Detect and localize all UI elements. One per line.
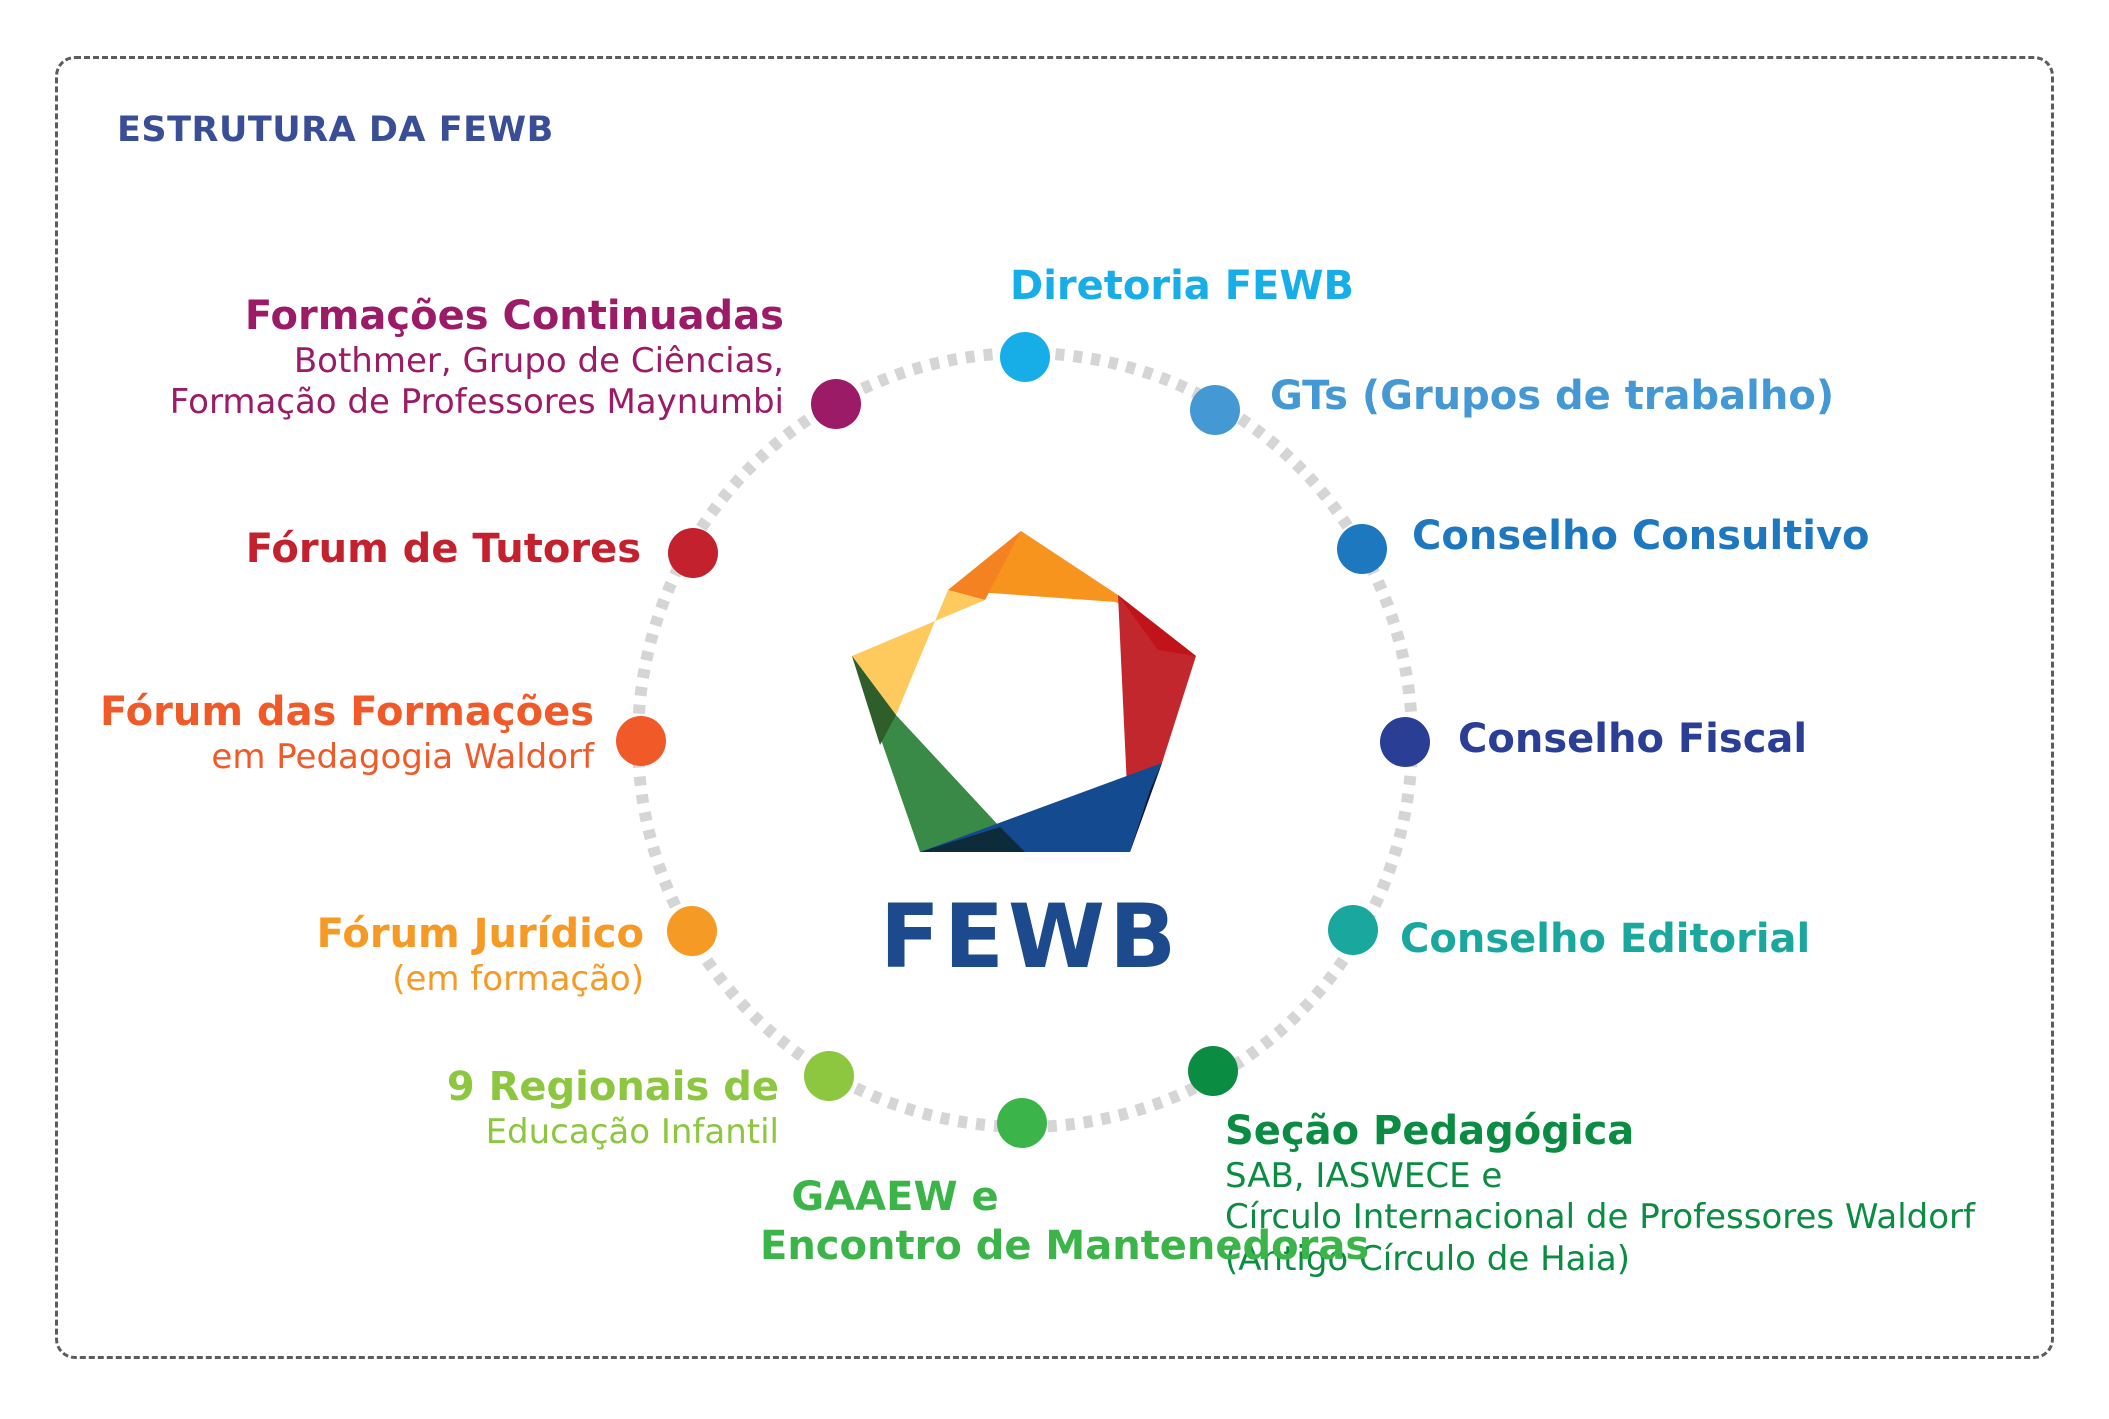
node-subtitle-regionais: Educação Infantil <box>485 1111 779 1152</box>
node-dot-gts <box>1190 385 1240 435</box>
node-dot-editorial <box>1328 905 1378 955</box>
node-dot-pedagogica <box>1188 1046 1238 1096</box>
node-subtitle-pedagogica: SAB, IASWECE e <box>1225 1155 1503 1196</box>
node-dot-consultivo <box>1337 524 1387 574</box>
node-subtitle-continuadas: Bothmer, Grupo de Ciências, <box>293 340 784 381</box>
node-title-pedagogica: Seção Pedagógica <box>1225 1108 1635 1154</box>
node-title-gaaew: GAAEW e <box>791 1174 999 1220</box>
node-dot-diretoria <box>1000 332 1050 382</box>
node-title-gts: GTs (Grupos de trabalho) <box>1270 373 1835 419</box>
node-label-fiscal: Conselho Fiscal <box>1458 715 1807 764</box>
node-subtitle-continuadas: Formação de Professores Maynumbi <box>169 382 784 423</box>
node-label-editorial: Conselho Editorial <box>1400 915 1810 964</box>
node-title-tutores: Fórum de Tutores <box>245 526 641 572</box>
node-label-tutores: Fórum de Tutores <box>246 525 641 574</box>
node-title-fiscal: Conselho Fiscal <box>1458 716 1808 762</box>
node-title-diretoria: Diretoria FEWB <box>1010 263 1354 309</box>
node-title-consultivo: Conselho Consultivo <box>1412 513 1870 559</box>
node-dot-regionais <box>804 1051 854 1101</box>
node-title-regionais: 9 Regionais de <box>446 1064 779 1110</box>
node-dot-tutores <box>668 528 718 578</box>
dashed-frame <box>55 56 2054 1359</box>
node-subtitle-pedagogica: Círculo Internacional de Professores Wal… <box>1225 1197 1975 1238</box>
node-dot-fiscal <box>1380 717 1430 767</box>
node-title-editorial: Conselho Editorial <box>1400 916 1811 962</box>
node-label-diretoria: Diretoria FEWB <box>1010 262 1354 311</box>
node-title-continuadas: Formações Continuadas <box>244 293 784 339</box>
node-label-gts: GTs (Grupos de trabalho) <box>1270 372 1834 421</box>
node-dot-juridico <box>667 906 717 956</box>
node-label-consultivo: Conselho Consultivo <box>1412 512 1870 561</box>
node-title-juridico: Fórum Jurídico <box>316 911 644 957</box>
node-dot-formacoes-forum <box>616 716 666 766</box>
node-subtitle-formacoes-forum: em Pedagogia Waldorf <box>211 736 594 777</box>
node-dot-continuadas <box>811 379 861 429</box>
logo-text: FEWB <box>879 885 1181 988</box>
node-subtitle-pedagogica: (Antigo Círculo de Haia) <box>1225 1238 1631 1279</box>
node-label-juridico: Fórum Jurídico(em formação) <box>317 910 644 1000</box>
node-subtitle-juridico: (em formação) <box>392 958 644 999</box>
pentagon-logo-icon <box>852 531 1196 852</box>
node-title-formacoes-forum: Fórum das Formações <box>99 689 594 735</box>
node-dot-gaaew <box>997 1098 1047 1148</box>
page-title: ESTRUTURA DA FEWB <box>117 110 554 150</box>
node-subtitle-gaaew: Encontro de Mantenedoras <box>760 1222 1370 1269</box>
